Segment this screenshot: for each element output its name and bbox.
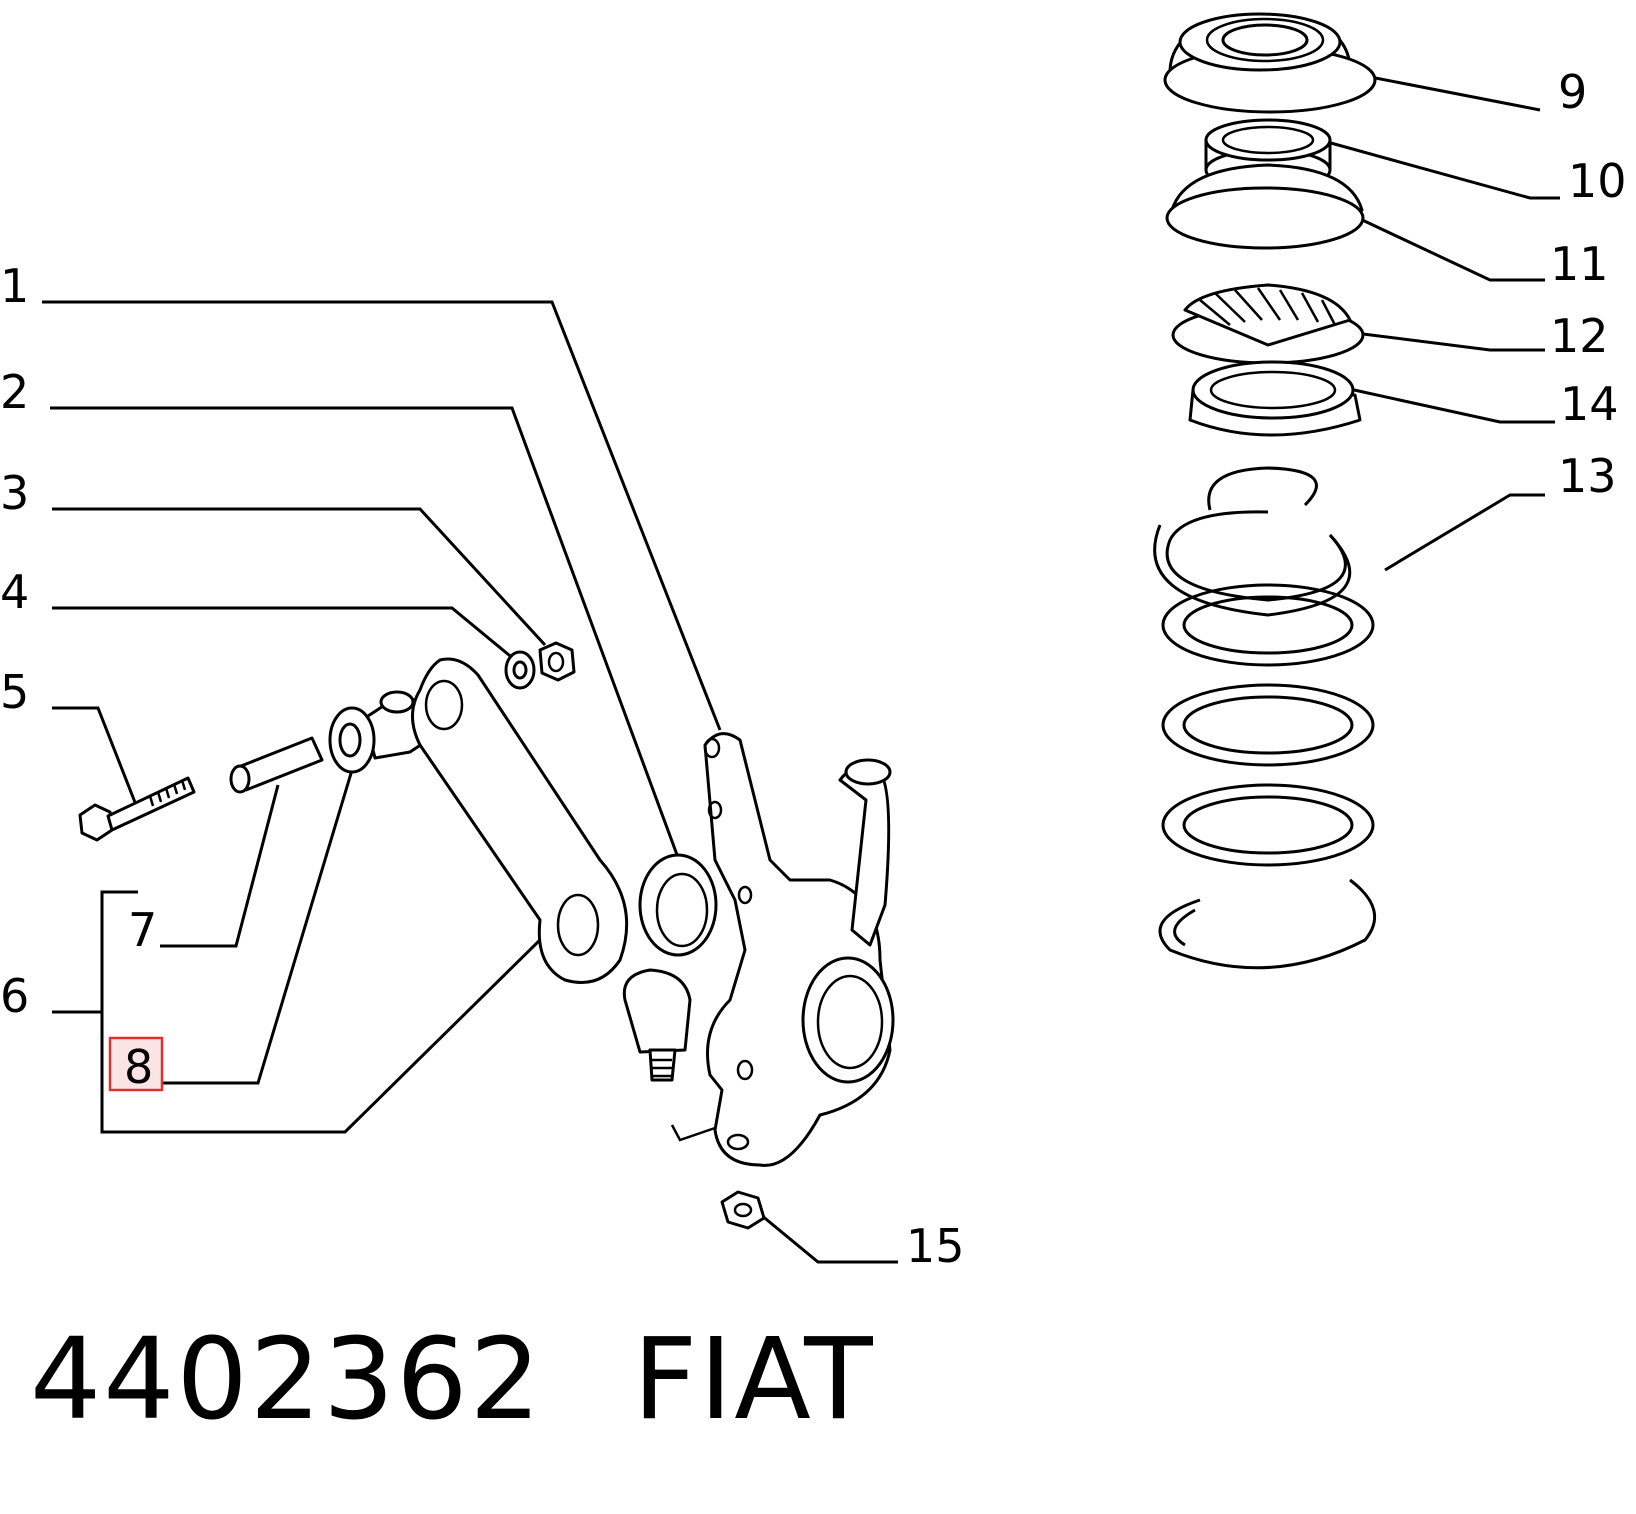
callout-15: 15 [906,1219,965,1273]
leader-line-10 [1319,138,1560,200]
callout-4: 4 [0,565,29,619]
lower-seat-part [1188,360,1362,437]
leader-line-8 [162,769,354,1085]
callout-labels: 1 2 3 4 5 6 7 8 9 10 11 12 14 13 15 [0,65,1627,1273]
bracket-6 [100,890,547,1134]
leader-line-9 [1359,73,1541,112]
ball-joint-part [622,968,741,1142]
steering-knuckle-part [703,732,895,1167]
callout-9: 9 [1558,65,1587,119]
top-mount-part [1163,12,1377,114]
callout-1: 1 [0,259,29,313]
leader-line-11 [1357,216,1545,282]
washer-part [504,650,536,690]
sleeve-part [229,736,324,794]
leader-line-15 [754,1208,898,1264]
callout-14: 14 [1560,377,1619,431]
callout-3: 3 [0,466,29,520]
leader-line-2 [50,406,692,891]
part-caption: 4402362 FIAT [30,1315,965,1445]
bolt-part [78,776,196,842]
callout-10: 10 [1568,154,1627,208]
leader-line-3 [52,507,547,647]
part-number: 4402362 [30,1315,543,1445]
leader-line-13 [1384,493,1545,572]
control-arm-part [411,657,629,984]
callout-8: 8 [124,1040,153,1094]
cup-seat-part [1165,163,1365,250]
leader-line-14 [1344,386,1555,424]
nut-part [538,641,576,682]
leader-line-12 [1354,331,1545,352]
callout-5: 5 [0,665,29,719]
boot-seal-part [638,853,718,957]
leader-lines [42,73,1560,1264]
leader-line-5 [52,706,140,811]
callout-2: 2 [0,365,29,419]
callout-7: 7 [128,903,157,957]
callout-6: 6 [0,969,29,1023]
leader-line-4 [52,606,516,662]
leader-line-1 [42,300,722,731]
callout-12: 12 [1550,309,1609,363]
callout-11: 11 [1550,237,1609,291]
bump-stop-part [1171,283,1365,365]
brand-name: FIAT [632,1315,875,1445]
coil-spring-part [1153,466,1376,970]
callout-13: 13 [1558,449,1617,503]
leader-line-7 [160,784,280,948]
lower-nut-part [720,1190,766,1230]
highlight-box-8 [108,1036,164,1092]
